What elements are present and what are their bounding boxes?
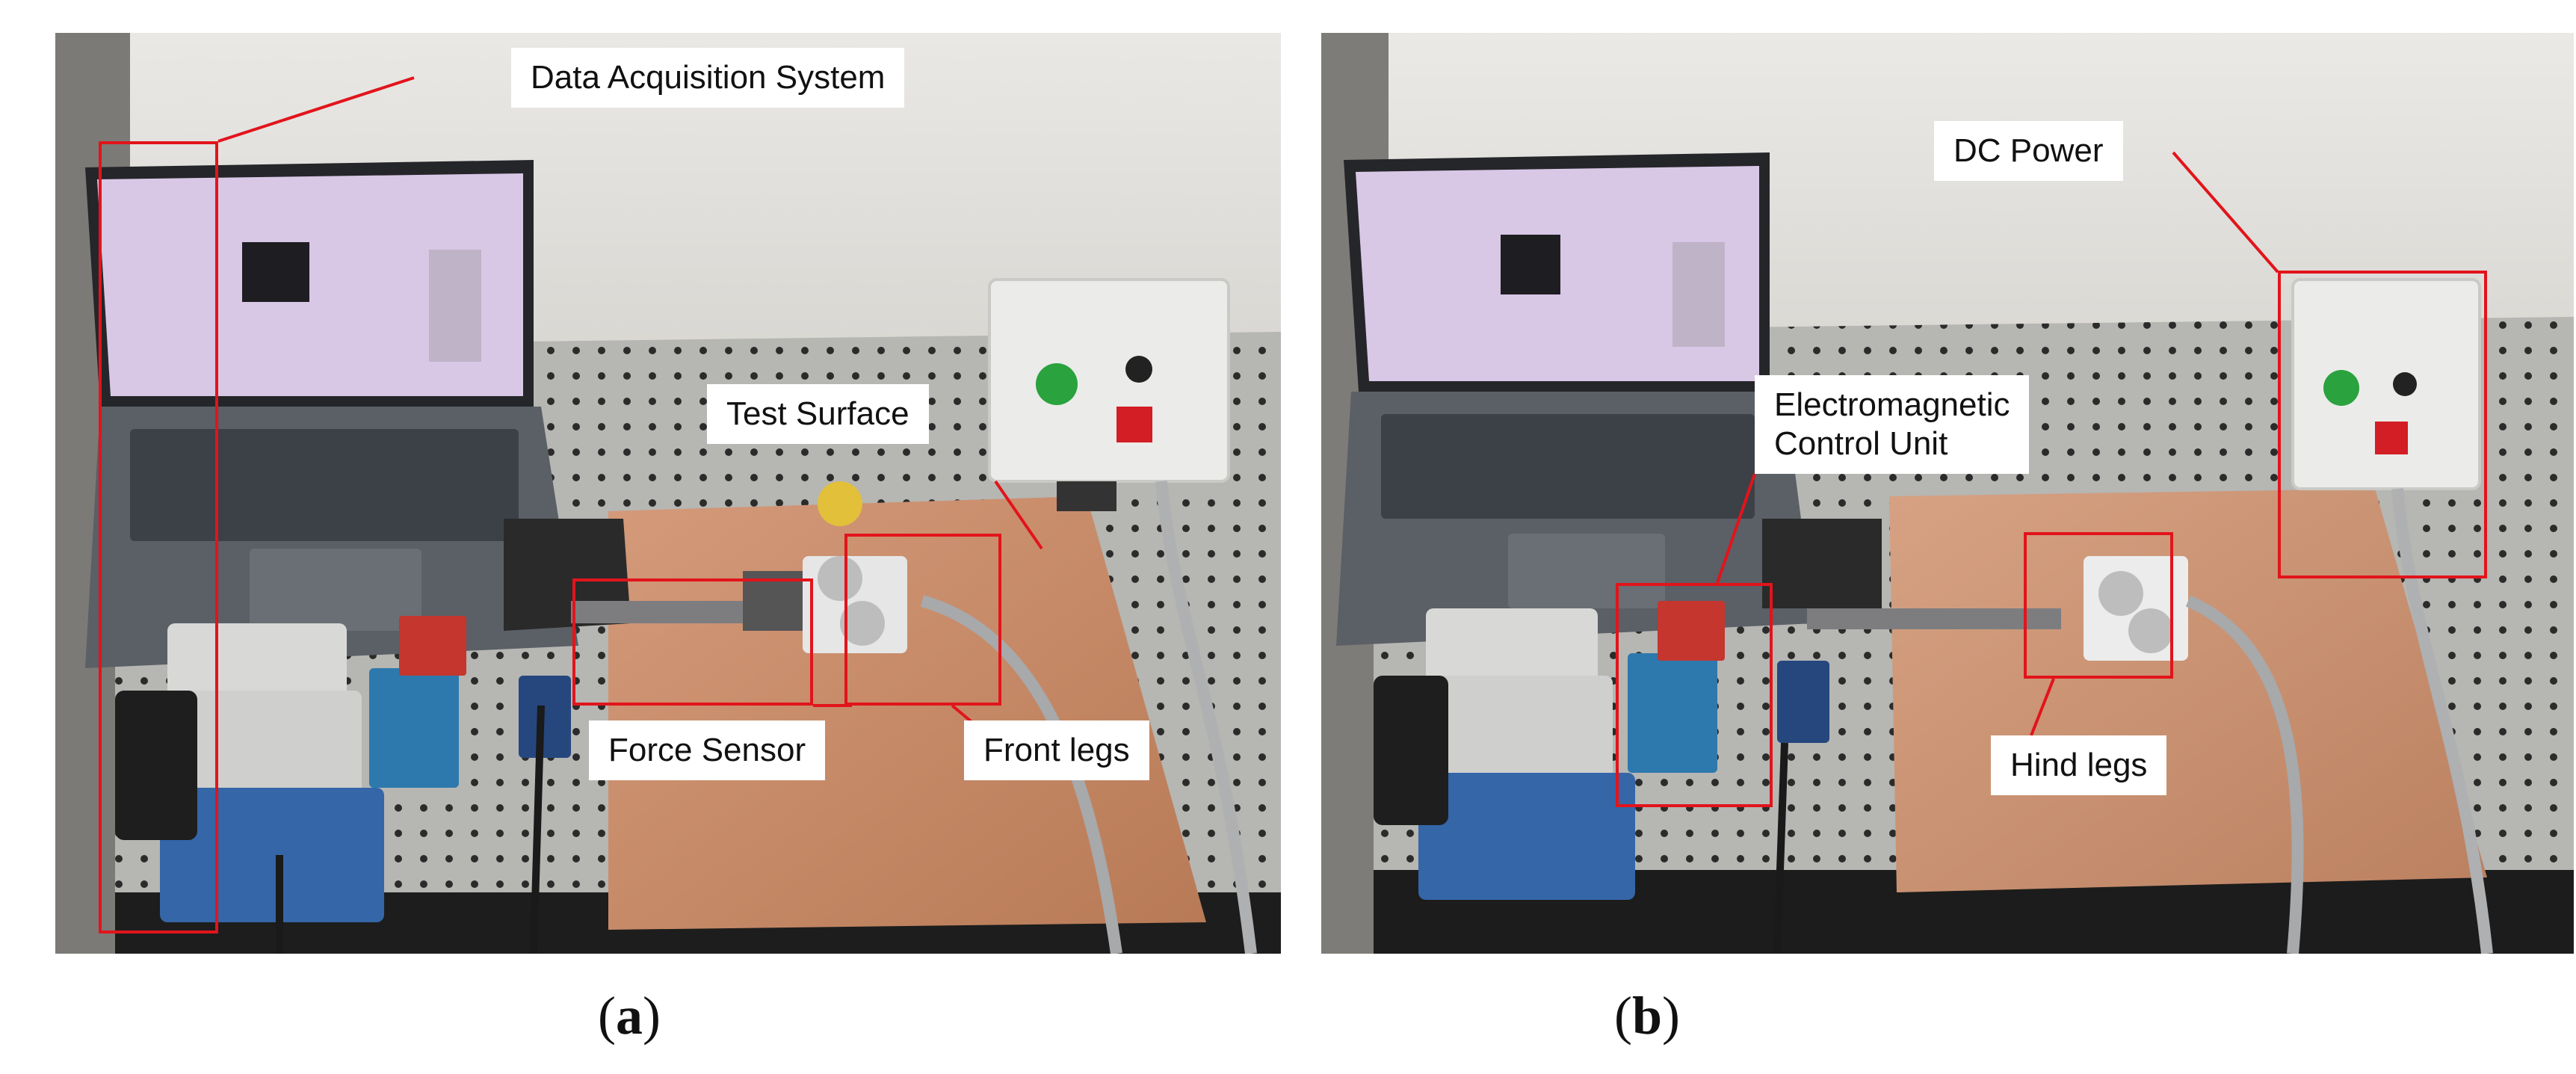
highlight-data-acquisition [99,141,218,933]
photo-panel-b: DC Power Electromagnetic Control Unit Hi… [1321,33,2574,954]
label-data-acquisition-system: Data Acquisition System [511,48,905,108]
caption-letter-a: a [615,986,643,1046]
label-electromagnetic-line1: Electromagnetic [1774,386,2010,423]
highlight-force-sensor [572,578,813,706]
highlight-hind-legs [2024,532,2173,679]
label-front-legs: Front legs [964,720,1149,780]
caption-a: (a) [598,986,661,1046]
label-force-sensor: Force Sensor [589,720,826,780]
photo-panel-a: Data Acquisition System Test Surface For… [55,33,1281,954]
highlight-front-legs [844,534,1001,706]
highlight-dc-power [2278,271,2487,578]
highlight-electromagnetic-control-unit [1616,583,1773,807]
label-electromagnetic-line2: Control Unit [1774,425,1948,462]
label-hind-legs: Hind legs [1991,735,2167,795]
experiment-setup-photo-b [1321,33,2574,954]
label-electromagnetic-control-unit: Electromagnetic Control Unit [1755,375,2030,474]
label-test-surface: Test Surface [707,384,929,444]
label-dc-power: DC Power [1934,121,2123,181]
experiment-setup-photo-a [55,33,1281,954]
caption-b: (b) [1614,986,1681,1046]
caption-letter-b: b [1631,986,1663,1046]
